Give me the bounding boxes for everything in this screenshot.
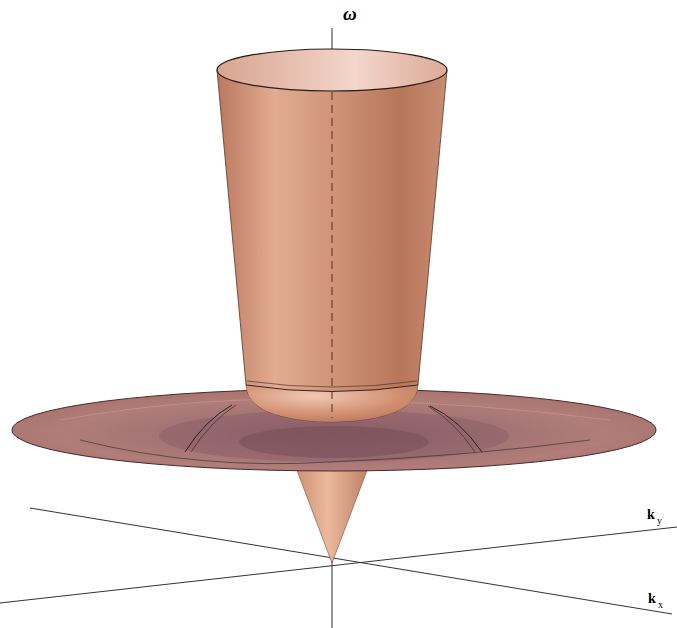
axis-label: ω (343, 4, 357, 23)
axis-subscript: x (658, 600, 663, 610)
axis-subscript: y (657, 516, 662, 526)
axis-label: k (648, 592, 656, 606)
axis-label: k (647, 508, 655, 522)
